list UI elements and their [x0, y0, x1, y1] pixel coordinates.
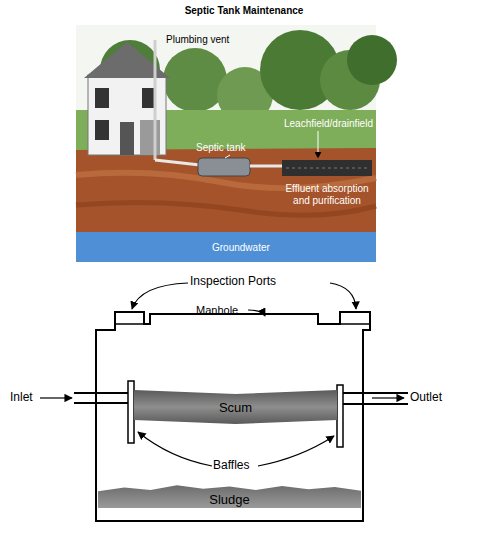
diagram-title: Septic Tank Maintenance — [0, 5, 488, 17]
part-label: Plumbing vent — [166, 34, 229, 46]
part-label: Outlet — [410, 391, 442, 405]
scene — [76, 25, 397, 262]
part-label: Baffles — [213, 459, 249, 473]
part-label: Septic tank — [196, 142, 245, 154]
part-label: Inspection Ports — [190, 275, 276, 289]
tank-section — [74, 312, 408, 521]
layer-name: Scum — [219, 400, 252, 415]
part-label: Manhole — [196, 304, 238, 317]
part-label: Leachfield/drainfield — [284, 118, 373, 130]
part-label: Inlet — [10, 391, 33, 405]
layer-name: Sludge — [209, 492, 249, 507]
sludge-layer: Sludge — [98, 484, 361, 508]
leader-lines — [40, 283, 404, 466]
scum-layer: Scum — [134, 390, 337, 424]
part-label: Groundwater — [212, 242, 270, 254]
part-label: Effluent absorption and purification — [278, 183, 376, 206]
